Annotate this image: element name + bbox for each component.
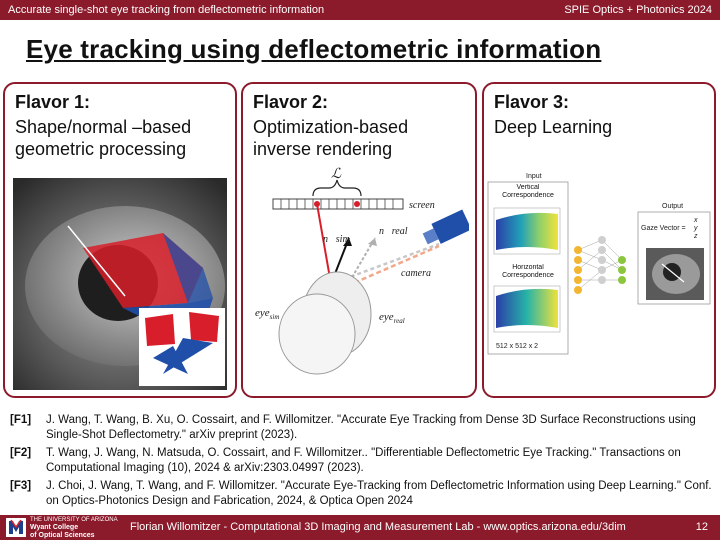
gaze-z: z [693, 233, 698, 240]
loss-label: ℒ [331, 167, 342, 182]
eye-real-label: eyereal [379, 311, 405, 325]
gaze-y: y [693, 225, 698, 232]
normal-sim-label: n⃗sim [323, 234, 350, 245]
university-logo [6, 518, 26, 537]
page-number: 12 [695, 521, 708, 533]
gaze-x: x [693, 217, 698, 224]
horizontal-correspondence-label: Horizontal Correspondence [502, 264, 554, 279]
camera-label: camera [401, 268, 431, 279]
input-size-label: 512 x 512 x 2 [496, 343, 538, 350]
reference-item: [F2] T. Wang, J. Wang, N. Matsuda, O. Co… [10, 446, 715, 476]
output-label: Output [662, 203, 683, 210]
flavor-2-subtitle: Optimization-based inverse rendering [253, 116, 408, 160]
reference-item: [F1] J. Wang, T. Wang, B. Xu, O. Cossair… [10, 413, 715, 443]
flavor-1-panel: Flavor 1: Shape/normal –based geometric … [3, 82, 237, 398]
slide-title: Eye tracking using deflectometric inform… [26, 34, 602, 64]
neural-network-icon [574, 236, 626, 294]
flavor-2-subtitle-line: inverse rendering [253, 139, 393, 159]
flavor-2-subtitle-line: Optimization-based [253, 117, 409, 137]
reference-text: J. Choi, J. Wang, T. Wang, and F. Willom… [46, 480, 712, 507]
eye-sim-label: eyesim [255, 307, 279, 321]
college-line: of Optical Sciences [30, 532, 95, 539]
flavor-3-title: Flavor 3: [494, 92, 570, 112]
references: [F1] J. Wang, T. Wang, B. Xu, O. Cossair… [10, 413, 715, 512]
header-bar: Accurate single-shot eye tracking from d… [0, 0, 720, 20]
screen-label: screen [409, 200, 435, 211]
camera-icon [422, 209, 469, 245]
flavor-1-subtitle-line: Shape/normal –based [15, 117, 192, 137]
flavor-3-panel: Flavor 3: Deep Learning Input Vertical C… [482, 82, 716, 398]
flavor-2-panel: Flavor 2: Optimization-based inverse ren… [241, 82, 477, 398]
flavor-3-subtitle-line: Deep Learning [494, 117, 613, 137]
inverse-rendering-diagram: ℒ screen n⃗sim n⃗real [255, 167, 469, 375]
eye-reconstruction-image [13, 178, 227, 390]
college-line: Wyant College [30, 524, 79, 531]
deep-learning-diagram: Input Vertical Correspondence Horizontal… [487, 173, 711, 355]
footer-text: Florian Willomitzer - Computational 3D I… [130, 521, 626, 533]
flavor-3-subtitle: Deep Learning [494, 116, 612, 138]
input-label: Input [526, 173, 542, 180]
flavor-1-subtitle: Shape/normal –based geometric processing [15, 116, 191, 160]
reference-text: J. Wang, T. Wang, B. Xu, O. Cossairt, an… [46, 414, 696, 441]
reference-tag: [F2] [10, 447, 32, 459]
footer-bar: THE UNIVERSITY OF ARIZONA Wyant College … [0, 515, 720, 540]
college-name: THE UNIVERSITY OF ARIZONA Wyant College … [30, 517, 118, 540]
gaze-vector-label: Gaze Vector = [641, 225, 686, 232]
reference-item: [F3] J. Choi, J. Wang, T. Wang, and F. W… [10, 479, 715, 509]
reference-tag: [F3] [10, 480, 32, 492]
reference-text: T. Wang, J. Wang, N. Matsuda, O. Cossair… [46, 447, 681, 474]
university-name: THE UNIVERSITY OF ARIZONA [30, 517, 118, 523]
header-left-text: Accurate single-shot eye tracking from d… [8, 4, 325, 16]
screen-pixels [272, 198, 404, 210]
vertical-correspondence-label: Vertical Correspondence [502, 184, 554, 199]
flavor-2-title: Flavor 2: [253, 92, 329, 112]
flavor-1-subtitle-line: geometric processing [15, 139, 187, 159]
reference-tag: [F1] [10, 414, 32, 426]
header-right-text: SPIE Optics + Photonics 2024 [564, 4, 712, 16]
normal-real-label: n⃗real [379, 226, 408, 237]
flavor-1-title: Flavor 1: [15, 92, 91, 112]
